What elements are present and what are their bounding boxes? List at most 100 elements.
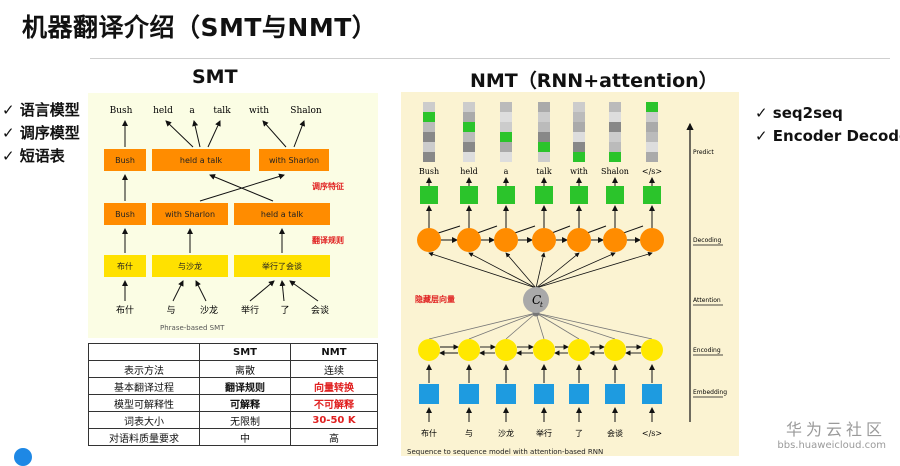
nmt-context-arrow — [468, 252, 537, 289]
nmt-prediction-cell — [609, 132, 621, 142]
nmt-decoder-node — [457, 228, 481, 252]
nmt-output-word: Shalon — [601, 167, 629, 176]
nmt-prediction-cell — [538, 112, 550, 122]
smt-source-arrows — [122, 280, 319, 302]
nmt-context-arrow — [535, 251, 653, 289]
nmt-context-arrow — [535, 252, 616, 289]
nmt-input-word: 了 — [575, 429, 583, 438]
smt-source-word: 与 — [166, 305, 175, 316]
nmt-prediction-cell — [500, 152, 512, 162]
nmt-predict-box — [497, 186, 515, 204]
nmt-bullet-encoder-decoder: ✓ Encoder Decoder — [755, 127, 900, 145]
nmt-prediction-cell — [423, 142, 435, 152]
nmt-prediction-cell — [463, 152, 475, 162]
nmt-context-arrow — [428, 251, 537, 289]
nmt-encoder-node — [418, 339, 440, 361]
smt-source-phrase: 布什 — [117, 261, 133, 271]
nmt-attention-arrow — [505, 312, 537, 340]
nmt-input-word: 布什 — [421, 428, 437, 438]
nmt-encoder-node — [495, 339, 517, 361]
nmt-prediction-cell — [423, 152, 435, 162]
logo-name: 华为云社区 — [785, 420, 886, 439]
nmt-embedding-box — [419, 384, 439, 404]
nmt-context-subscript: t — [540, 301, 543, 309]
nmt-prediction-cell — [500, 132, 512, 142]
smt-lower-phrase: with Sharlon — [165, 210, 215, 219]
nmt-context-symbol: C — [532, 293, 541, 307]
smt-source-box — [234, 255, 330, 277]
nmt-prediction-cell — [609, 152, 621, 162]
nmt-input-word: 沙龙 — [498, 428, 514, 438]
smt-lower-box — [104, 203, 146, 225]
smt-source-word: 布什 — [116, 304, 134, 316]
smt-bullet-list: ✓ 语言模型 ✓ 调序模型 ✓ 短语表 — [2, 99, 80, 168]
smt-target-word: with — [249, 106, 269, 116]
nmt-input-word: </s> — [642, 429, 662, 438]
nmt-prediction-cell — [423, 132, 435, 142]
smt-upper-box — [259, 149, 329, 171]
smt-bullet-reorder-model: ✓ 调序模型 — [2, 124, 80, 142]
nmt-bullet-seq2seq: ✓ seq2seq — [755, 104, 843, 122]
nmt-prediction-cell — [646, 122, 658, 132]
smt-diagram: Bush held a talk with Shalon Bush held a… — [88, 93, 378, 338]
smt-lower-phrase: held a talk — [261, 210, 304, 219]
nmt-prediction-cell — [538, 102, 550, 112]
smt-translate-label: 翻译规则 — [312, 235, 344, 245]
nmt-embedding-box — [642, 384, 662, 404]
nmt-attention-arrow — [535, 312, 580, 340]
nmt-prediction-cell — [646, 132, 658, 142]
nmt-heading: NMT（RNN+attention） — [470, 70, 718, 92]
nmt-prediction-cell — [573, 112, 585, 122]
nmt-predict-box — [606, 186, 624, 204]
table-cell-smt: 可解释 — [199, 394, 291, 412]
nmt-prediction-cell — [463, 112, 475, 122]
nmt-axis-label: Encoding — [693, 347, 721, 354]
table-cell-nmt: 不可解释 — [290, 394, 378, 412]
smt-target-word: held — [153, 106, 173, 116]
nmt-context-arrow — [505, 252, 537, 289]
smt-heading: SMT — [192, 66, 238, 88]
nmt-prediction-cell — [538, 132, 550, 142]
smt-source-word: 会谈 — [311, 304, 329, 316]
smt-source-box — [152, 255, 228, 277]
nmt-prediction-cell — [500, 122, 512, 132]
nmt-prediction-cell — [609, 122, 621, 132]
nmt-prediction-cell — [646, 112, 658, 122]
nmt-encoder-node — [604, 339, 626, 361]
nmt-axis-label: Predict — [693, 149, 714, 156]
nmt-embedding-box — [534, 384, 554, 404]
smt-target-word: a — [189, 106, 195, 116]
table-header-cell — [88, 343, 200, 361]
nmt-embedding-box — [496, 384, 516, 404]
nmt-caption: Sequence to sequence model with attentio… — [407, 448, 603, 456]
nmt-prediction-cell — [538, 152, 550, 162]
nmt-output-word: a — [504, 167, 509, 176]
table-cell-smt: 中 — [199, 428, 291, 446]
smt-upper-arrows — [122, 120, 306, 148]
table-header-cell: NMT — [290, 343, 378, 361]
nmt-attention-arrow — [535, 312, 545, 340]
table-cell-nmt: 高 — [290, 428, 378, 446]
nmt-encoder-node — [458, 339, 480, 361]
smt-target-word: Bush — [110, 106, 133, 116]
table-cell-label: 对语料质量要求 — [88, 428, 200, 446]
nmt-attention-arrow — [428, 311, 537, 340]
table-cell-nmt: 连续 — [290, 360, 378, 378]
nmt-embedding-box — [605, 384, 625, 404]
page-title: 机器翻译介绍（SMT与NMT） — [22, 13, 378, 42]
nmt-predict-box — [535, 186, 553, 204]
smt-source-phrase: 举行了会谈 — [262, 261, 302, 271]
nmt-prediction-cell — [463, 132, 475, 142]
nmt-prediction-cell — [423, 112, 435, 122]
table-cell-nmt: 向量转换 — [290, 377, 378, 395]
smt-reorder-label: 调序特征 — [312, 181, 344, 191]
smt-reorder-arrows — [122, 173, 285, 202]
nmt-context-arrow — [535, 252, 546, 289]
nmt-decoder-node — [567, 228, 591, 252]
smt-lower-box — [234, 203, 330, 225]
nmt-attention-arrow — [535, 311, 653, 340]
nmt-decoder-node — [640, 228, 664, 252]
smt-source-word: 举行 — [241, 304, 259, 316]
corner-dot-icon — [14, 448, 32, 466]
